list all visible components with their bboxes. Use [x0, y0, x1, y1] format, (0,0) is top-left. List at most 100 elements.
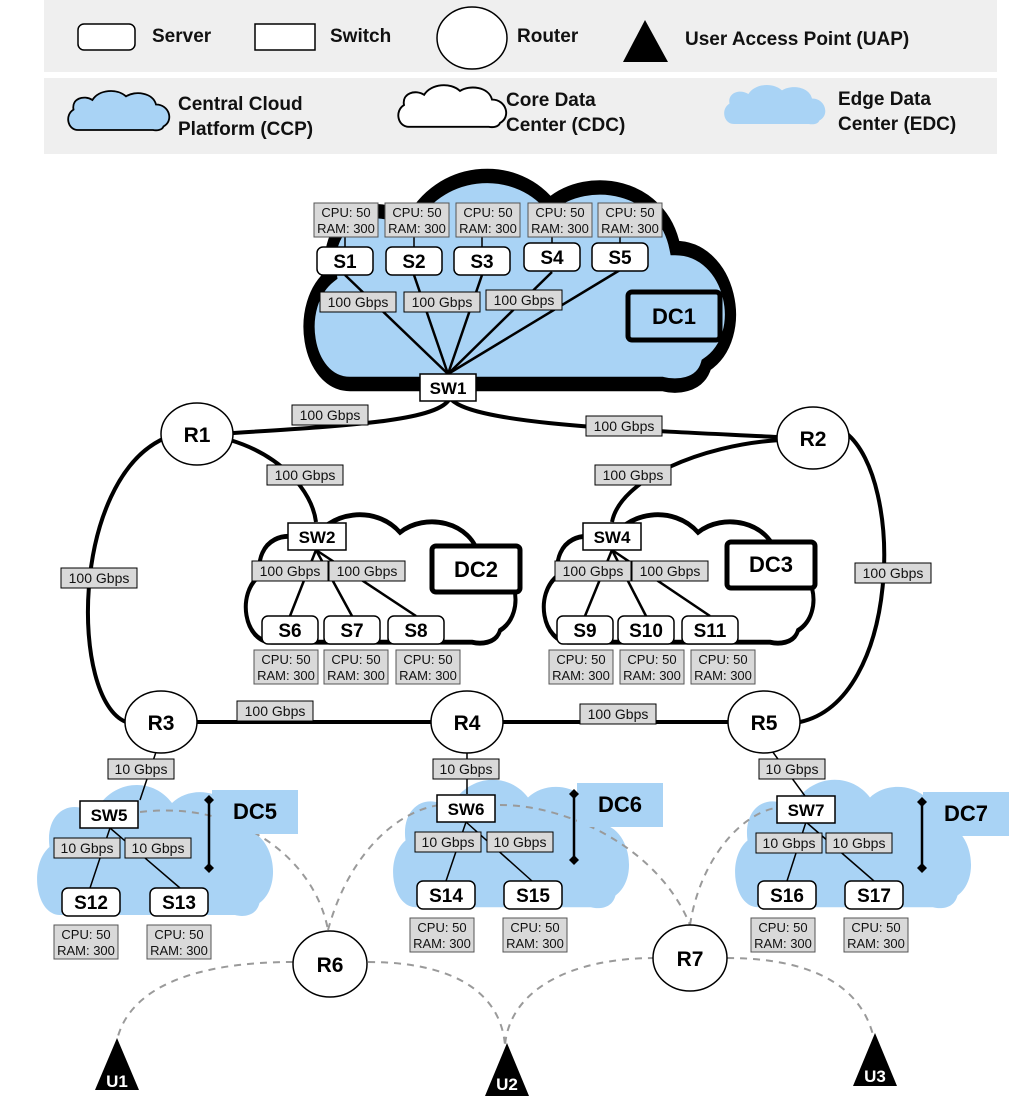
server-s2[interactable]: S2	[385, 246, 443, 276]
server-s7[interactable]: S7	[323, 615, 381, 645]
uap-u2-label: U2	[496, 1075, 518, 1094]
cap-sw1-s1: 100 Gbps	[319, 291, 397, 313]
server-s10[interactable]: S10	[617, 615, 675, 645]
router-r6[interactable]: R6	[292, 930, 368, 998]
s17-ram: RAM: 300	[847, 936, 905, 951]
dc7-bar-top	[917, 797, 927, 807]
uap-u3[interactable]: U3	[853, 1033, 897, 1086]
router-r4-shape	[430, 690, 504, 754]
legend-cdc-label-1: Core Data	[506, 90, 596, 111]
server-s7-shape	[323, 615, 381, 645]
s7-resources: CPU: 50 RAM: 300	[323, 649, 389, 685]
cap-r2-r5: 100 Gbps	[854, 562, 932, 584]
server-s13[interactable]: S13	[149, 887, 209, 917]
s17-resources-box	[843, 917, 909, 953]
dc7-label-box	[923, 792, 1009, 836]
s12-cpu: CPU: 50	[61, 927, 110, 942]
server-s17[interactable]: S17	[844, 880, 904, 910]
server-s8[interactable]: S8	[387, 615, 445, 645]
cap-sw1-r2: 100 Gbps	[585, 415, 663, 437]
uap-u2[interactable]: U2	[485, 1043, 529, 1096]
server-s15-label: S15	[516, 886, 550, 907]
cap-sw4-s11-box	[631, 560, 709, 582]
cap-r1-sw2-box	[266, 464, 344, 486]
server-s5-label: S5	[608, 248, 632, 269]
cap-r2-sw4-box	[594, 464, 672, 486]
router-r1-label: R1	[184, 424, 211, 447]
s3-ram: RAM: 300	[459, 221, 517, 236]
router-r7[interactable]: R7	[652, 924, 728, 992]
legend-edc-label-1: Edge Data	[838, 89, 931, 110]
server-s13-shape	[149, 887, 209, 917]
s10-cpu: CPU: 50	[627, 652, 676, 667]
cap-sw7-s17-box	[825, 832, 893, 854]
cap-sw7-s16-box	[755, 832, 823, 854]
switch-sw2[interactable]: SW2	[287, 522, 347, 551]
switch-sw6[interactable]: SW6	[436, 794, 496, 823]
server-s6[interactable]: S6	[261, 615, 319, 645]
cap-sw7-s16-text: 10 Gbps	[763, 835, 816, 851]
s6-resources-box	[253, 649, 319, 685]
switch-sw7[interactable]: SW7	[776, 795, 836, 824]
server-s4-label: S4	[540, 248, 564, 269]
router-r4-label: R4	[454, 712, 481, 735]
cap-r2-sw4: 100 Gbps	[594, 464, 672, 486]
s2-resources: CPU: 50 RAM: 300	[384, 202, 450, 238]
cap-sw5-s13: 10 Gbps	[124, 837, 192, 859]
switch-sw4[interactable]: SW4	[582, 522, 642, 551]
router-r3[interactable]: R3	[124, 690, 198, 754]
server-s10-label: S10	[629, 621, 663, 642]
server-s12[interactable]: S12	[61, 887, 121, 917]
switch-sw5[interactable]: SW5	[79, 800, 139, 829]
uap-u1[interactable]: U1	[95, 1038, 139, 1091]
s15-resources-box	[502, 917, 568, 953]
server-s9[interactable]: S9	[556, 615, 614, 645]
server-s17-label: S17	[857, 886, 891, 907]
s13-ram: RAM: 300	[150, 943, 208, 958]
switch-sw7-label: SW7	[788, 801, 825, 820]
server-s9-shape	[556, 615, 614, 645]
cap-sw2-s6: 100 Gbps	[251, 560, 329, 582]
cap-r4-r5-text: 100 Gbps	[588, 706, 649, 722]
s4-resources: CPU: 50 RAM: 300	[527, 202, 593, 238]
legend-row-2	[44, 78, 997, 154]
server-s4[interactable]: S4	[523, 242, 581, 272]
s9-ram: RAM: 300	[552, 668, 610, 683]
s3-cpu: CPU: 50	[463, 205, 512, 220]
dc1-label-box	[625, 289, 723, 343]
server-s3[interactable]: S3	[453, 246, 511, 276]
router-r5[interactable]: R5	[727, 690, 801, 754]
server-s15[interactable]: S15	[503, 880, 563, 910]
server-s1[interactable]: S1	[316, 246, 374, 276]
legend-ccp-label-1: Central Cloud	[178, 94, 303, 115]
router-r5-label: R5	[751, 712, 778, 735]
router-r6-shape	[292, 930, 368, 998]
s11-cpu: CPU: 50	[698, 652, 747, 667]
s5-ram: RAM: 300	[601, 221, 659, 236]
switch-sw1-shape	[419, 373, 477, 402]
switch-sw4-shape	[582, 522, 642, 551]
link-sw1-s5	[447, 268, 621, 376]
cap-sw7-s17: 10 Gbps	[825, 832, 893, 854]
s17-cpu: CPU: 50	[851, 920, 900, 935]
server-s11[interactable]: S11	[681, 615, 739, 645]
legend-ccp-label-2: Platform (CCP)	[178, 119, 313, 140]
s17-resources: CPU: 50 RAM: 300	[843, 917, 909, 953]
s9-resources-box	[548, 649, 614, 685]
server-s16[interactable]: S16	[757, 880, 817, 910]
server-s5[interactable]: S5	[591, 242, 649, 272]
cap-r3-r4-box	[236, 700, 314, 722]
router-r4[interactable]: R4	[430, 690, 504, 754]
server-s14[interactable]: S14	[416, 880, 476, 910]
s16-cpu: CPU: 50	[758, 920, 807, 935]
router-r1[interactable]: R1	[160, 402, 234, 466]
dc2-label-box	[429, 543, 523, 595]
router-r7-shape	[652, 924, 728, 992]
switch-sw1[interactable]: SW1	[419, 373, 477, 402]
router-r2[interactable]: R2	[776, 406, 850, 470]
server-s1-shape	[316, 246, 374, 276]
dc6-bar-top	[569, 789, 579, 799]
s4-ram: RAM: 300	[531, 221, 589, 236]
cap-r5-sw7-text: 10 Gbps	[766, 761, 819, 777]
s6-ram: RAM: 300	[257, 668, 315, 683]
